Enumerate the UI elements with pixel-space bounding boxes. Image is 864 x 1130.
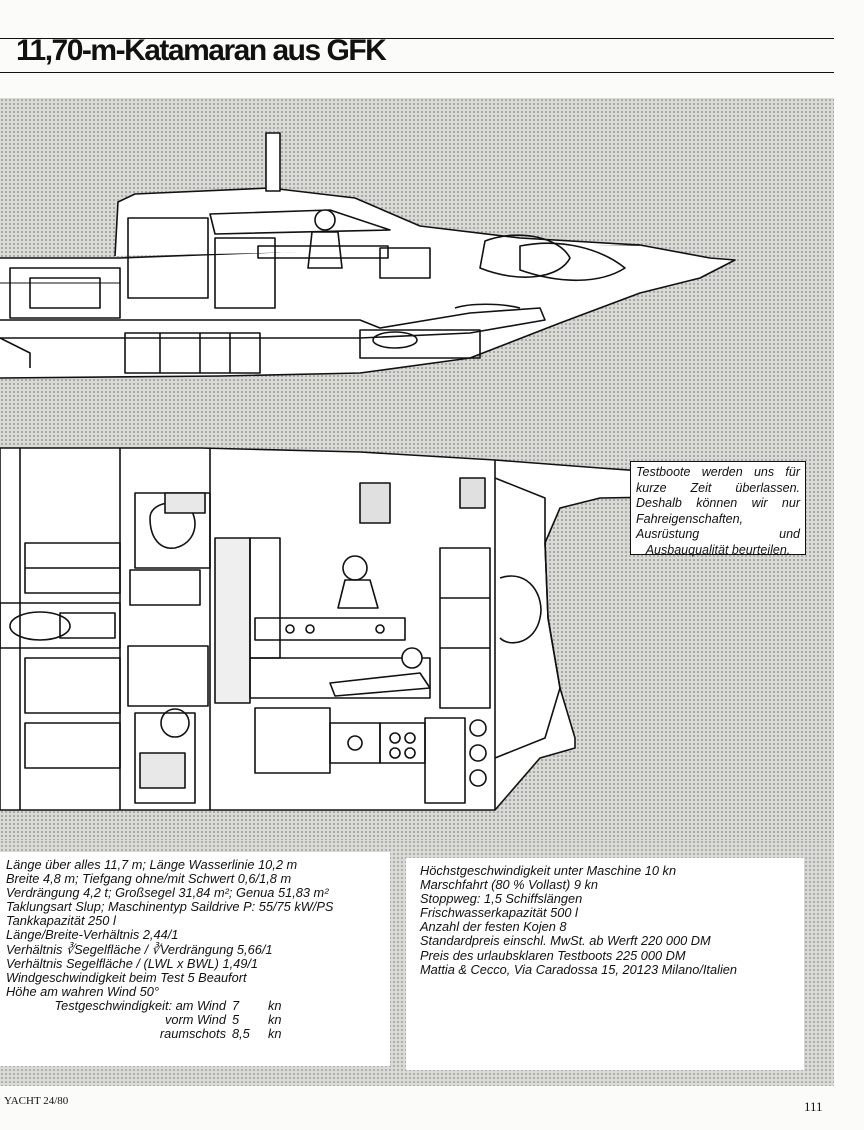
magazine-issue: YACHT 24/80 — [4, 1095, 69, 1107]
spec-line: Verhältnis ∛Segelfläche / ∛Verdrängung 5… — [6, 941, 273, 957]
test-speed-unit: kn — [268, 1026, 282, 1042]
test-speed-value: 7 — [232, 997, 240, 1013]
spec-line: Verdrängung 4,2 t; Großsegel 31,84 m²; G… — [6, 885, 329, 901]
title-rule-bottom — [0, 72, 834, 73]
test-speed-unit: kn — [268, 997, 282, 1013]
spec-line: Höchstgeschwindigkeit unter Maschine 10 … — [420, 863, 677, 878]
spec-line: Verhältnis Segelfläche / (LWL x BWL) 1,4… — [6, 955, 259, 971]
spec-line: Frischwasserkapazität 500 l — [420, 905, 578, 921]
spec-line: Windgeschwindigkeit beim Test 5 Beaufort — [6, 969, 247, 985]
spec-line: Taklungsart Slup; Maschinentyp Saildrive… — [6, 899, 334, 915]
spec-line: Standardpreis einschl. MwSt. ab Werft 22… — [420, 933, 711, 949]
test-speed-value: 5 — [232, 1012, 240, 1028]
test-speed-label: Testgeschwindigkeit: am Wind — [54, 997, 226, 1013]
spec-line: Breite 4,8 m; Tiefgang ohne/mit Schwert … — [6, 871, 292, 887]
spec-line: Marschfahrt (80 % Vollast) 9 kn — [420, 877, 599, 893]
test-speed-label: vorm Wind — [164, 1012, 226, 1028]
spec-line: Höhe am wahren Wind 50° — [6, 983, 159, 999]
catamaran-illustration: Testboote werden uns für kurze Zeit über… — [0, 98, 834, 840]
spec-line: Anzahl der festen Kojen 8 — [420, 919, 567, 935]
specs-right-panel: Höchstgeschwindigkeit unter Maschine 10 … — [406, 858, 804, 1070]
hull-drawing — [0, 132, 741, 811]
spec-line: Länge über alles 11,7 m; Länge Wasserlin… — [6, 857, 298, 872]
page-number: 111 — [804, 1099, 823, 1114]
page-title: 11,70-m-Katamaran aus GFK — [16, 34, 387, 67]
test-speed-unit: kn — [268, 1012, 282, 1028]
spec-line: Länge/Breite-Verhältnis 2,44/1 — [6, 927, 179, 943]
plan-view — [0, 447, 741, 811]
spec-line: Preis des urlaubsklaren Testboots 225 00… — [420, 947, 686, 963]
specs-left-panel: Länge über alles 11,7 m; Länge Wasserlin… — [0, 852, 390, 1066]
test-speed-label: raumschots — [159, 1026, 226, 1042]
spec-line: Stoppweg: 1,5 Schiffslängen — [420, 891, 583, 907]
side-profile — [0, 132, 736, 379]
disclaimer-note: Testboote werden uns für kurze Zeit über… — [630, 461, 806, 557]
spec-line: Tankkapazität 250 l — [6, 913, 116, 929]
test-speed-row: vorm Wind 5 kn — [6, 1012, 384, 1028]
test-speed-row: raumschots 8,5 kn — [6, 1027, 384, 1041]
spec-line: Mattia & Cecco, Via Caradossa 15, 20123 … — [420, 961, 738, 977]
title-rule-top — [0, 38, 834, 39]
test-speed-row: Testgeschwindigkeit: am Wind 7 kn — [6, 997, 384, 1013]
test-speed-value: 8,5 — [232, 1026, 250, 1042]
